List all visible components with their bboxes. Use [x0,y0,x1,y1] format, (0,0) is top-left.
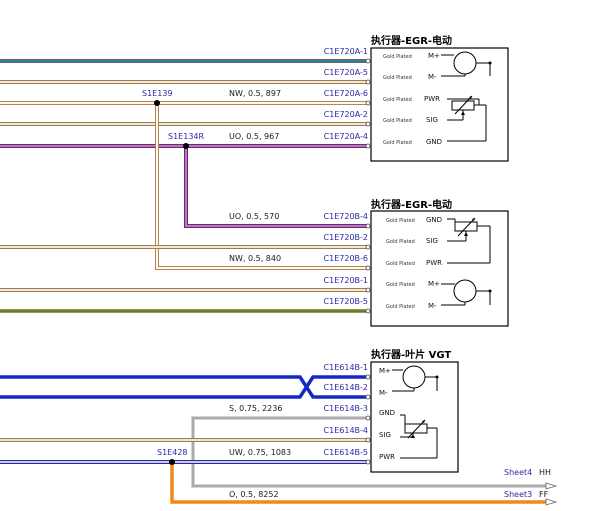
egr-b-pin-gnd: GND [426,216,442,224]
egr-b-title: 执行器-EGR-电动 [371,198,452,211]
vgt-pin-m-minus: M- [379,389,388,397]
connector-label-b6: C1E720B-6 [324,254,368,263]
vgt-pin-m-plus: M+ [379,367,391,375]
wire-spec-a4: UO, 0.5, 967 [229,132,279,141]
egr-a-pin-sig: SIG [426,116,438,124]
motor-icon [441,51,492,77]
egr-b-plating-1: Gold Plated [386,218,415,224]
wire-spec-v5: UW, 0.75, 1083 [229,448,291,457]
potentiometer-icon [400,414,438,459]
off-sheet-ref-ff[interactable]: Sheet3 FF [504,490,558,506]
off-sheet-ref-hh[interactable]: Sheet4 HH [504,468,558,490]
splice-dot-s1e139 [154,100,160,106]
egr-b-plating-3: Gold Plated [386,261,415,267]
connector-label-a5: C1E720A-5 [324,68,368,77]
connector-label-a2: C1E720A-2 [324,110,368,119]
egr-a-plating-3: Gold Plated [383,97,412,103]
splice-dot-s1e134r [183,143,189,149]
sheet-ref-hh-sheet: Sheet4 [504,468,532,477]
egr-b-pin-m-plus: M+ [428,280,440,288]
splice-drop-s1e139 [155,103,367,270]
vgt-title: 执行器-叶片 VGT [371,348,451,361]
wires-group-vgt [0,375,548,504]
potentiometer-icon [447,95,487,142]
egr-a-title: 执行器-EGR-电动 [371,34,452,47]
egr-b-pin-m-minus: M- [428,302,437,310]
egr-b-plating-2: Gold Plated [386,239,415,245]
potentiometer-icon [447,217,491,264]
sheet-ref-hh-code: HH [539,468,551,477]
connector-label-b1: C1E720B-1 [324,276,368,285]
connector-label-b4: C1E720B-4 [324,212,368,221]
wire-c1e614b-2 [0,375,367,399]
egr-b-plating-5: Gold Plated [386,304,415,310]
arrow-right-icon [545,498,558,506]
egr-a-plating-2: Gold Plated [383,75,412,81]
connector-label-v3: C1E614B-3 [324,404,368,413]
egr-b-plating-4: Gold Plated [386,282,415,288]
connector-pin-marks [365,58,371,465]
connector-label-b2: C1E720B-2 [324,233,368,242]
egr-a-box [370,47,509,162]
wire-c1e614b-3 [191,416,548,488]
connector-label-v5: C1E614B-5 [324,448,368,457]
vgt-pin-sig: SIG [379,431,391,439]
vgt-box [370,361,459,473]
sheet-ref-ff-code: FF [539,490,549,499]
wires-group-b [0,245,367,313]
splice-label-s1e428: S1E428 [157,448,188,457]
vgt-pin-pwr: PWR [379,453,395,461]
wire-spec-b6: NW, 0.5, 840 [229,254,281,263]
connector-label-v1: C1E614B-1 [324,363,368,372]
splice-label-s1e134r: S1E134R [168,132,204,141]
egr-a-pin-gnd: GND [426,138,442,146]
connector-label-v2: C1E614B-2 [324,383,368,392]
egr-b-pin-pwr: PWR [426,259,442,267]
wire-spec-a6: NW, 0.5, 897 [229,89,281,98]
connector-label-a6: C1E720A-6 [324,89,368,98]
wire-spec-v3: S, 0.75, 2236 [229,404,282,413]
arrow-right-icon [545,482,558,490]
egr-b-pin-sig: SIG [426,237,438,245]
egr-actuator-a: 执行器-EGR-电动 Gold Plated Gold Plated Gold … [370,34,509,162]
connector-label-b5: C1E720B-5 [324,297,368,306]
splice-label-s1e139: S1E139 [142,89,173,98]
egr-a-pin-pwr: PWR [424,95,440,103]
vgt-actuator: 执行器-叶片 VGT M+ M- GND SIG PWR [370,348,459,473]
splice-drop-s1e134r [184,146,367,228]
sheet-ref-ff-sheet: Sheet3 [504,490,532,499]
motor-icon [392,365,439,392]
egr-b-box [370,210,509,327]
wire-spec-b4: UO, 0.5, 570 [229,212,279,221]
egr-a-plating-4: Gold Plated [383,118,412,124]
egr-actuator-b: 执行器-EGR-电动 Gold Plated Gold Plated Gold … [370,198,509,327]
splice-dot-s1e428 [169,459,175,465]
connector-label-a4: C1E720A-4 [324,132,368,141]
egr-a-plating-1: Gold Plated [383,54,412,60]
connector-label-a1: C1E720A-1 [324,47,368,56]
egr-a-pin-m-minus: M- [428,73,437,81]
connector-label-v4: C1E614B-4 [324,426,368,435]
egr-a-plating-5: Gold Plated [383,140,412,146]
wire-ff-orange [170,462,548,504]
egr-a-pin-m-plus: M+ [428,52,440,60]
wire-spec-ff: O, 0.5, 8252 [229,490,279,499]
vgt-pin-gnd: GND [379,409,395,417]
motor-icon [441,279,492,306]
